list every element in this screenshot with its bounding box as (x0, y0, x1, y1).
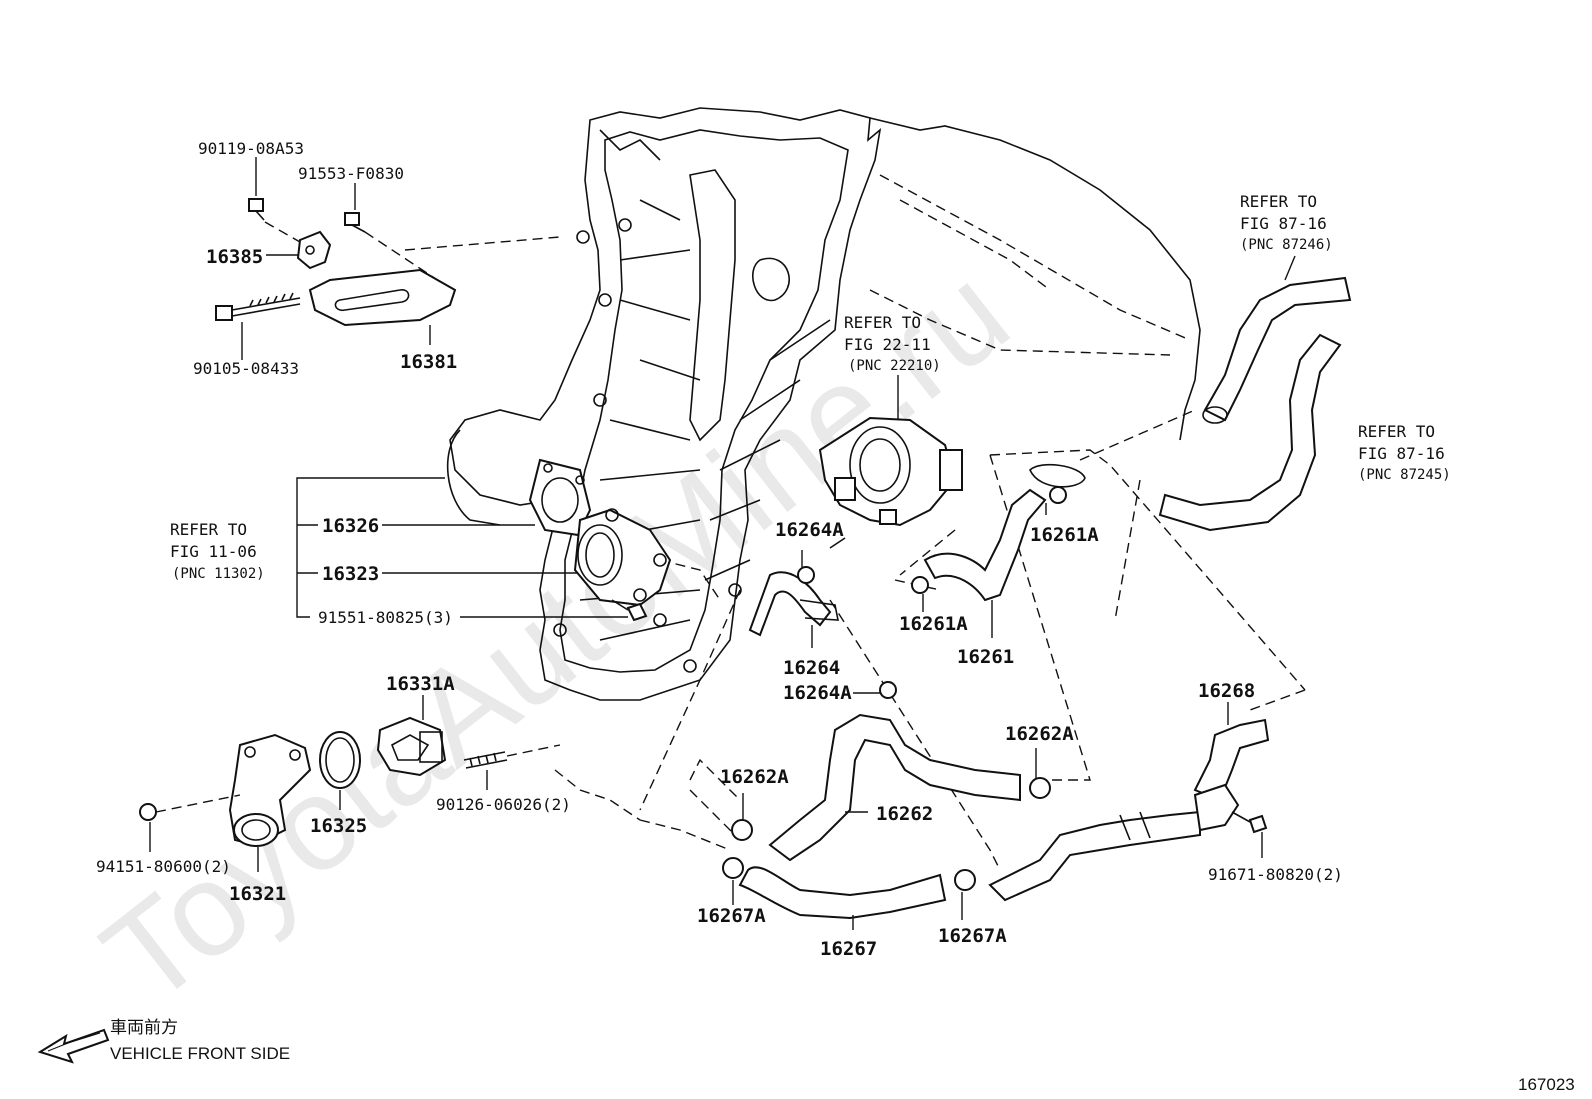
bolt-90119 (248, 198, 265, 221)
label-90126-06026: 90126-06026(2) (436, 795, 571, 814)
hose-16264 (748, 571, 839, 637)
label-16262: 16262 (876, 803, 933, 825)
front-side-jp: 車両前方 (110, 1018, 178, 1037)
label-94151-80600: 94151-80600(2) (96, 857, 231, 876)
svg-text:REFER TO: REFER TO (1240, 192, 1317, 211)
label-16326: 16326 (322, 515, 379, 537)
label-91671-80820: 91671-80820(2) (1208, 865, 1343, 884)
svg-text:FIG 22-11: FIG 22-11 (844, 335, 931, 354)
label-16262A-left: 16262A (720, 766, 789, 788)
label-90119-08A53: 90119-08A53 (198, 139, 304, 158)
part-labels: 90119-08A53 91553-F0830 16385 90105-0843… (96, 139, 1343, 960)
water-inlet-16321 (228, 733, 312, 847)
hose-16261 (923, 463, 1086, 602)
label-16268: 16268 (1198, 680, 1255, 702)
hose-87245 (1158, 333, 1342, 532)
label-16381: 16381 (400, 351, 457, 373)
label-16264A-lower: 16264A (783, 682, 852, 704)
front-side-en: VEHICLE FRONT SIDE (110, 1044, 290, 1063)
svg-text:FIG 11-06: FIG 11-06 (170, 542, 257, 561)
svg-text:REFER TO: REFER TO (844, 313, 921, 332)
nut-94151 (139, 794, 241, 821)
timing-chain-cover (446, 107, 1201, 701)
label-91553-F0830: 91553-F0830 (298, 164, 404, 183)
vehicle-front-indicator: 車両前方 VEHICLE FRONT SIDE (37, 1018, 290, 1064)
svg-text:(PNC 87245): (PNC 87245) (1358, 467, 1451, 483)
label-90105-08433: 90105-08433 (193, 359, 299, 378)
reference-dashed-lines (404, 174, 1306, 871)
long-bolt-90105 (215, 292, 301, 321)
stud-90126 (463, 744, 561, 769)
label-16262A-right: 16262A (1005, 723, 1074, 745)
svg-text:(PNC 22210): (PNC 22210) (848, 358, 941, 374)
diagram-id: 167023 (1518, 1075, 1575, 1094)
svg-text:FIG 87-16: FIG 87-16 (1358, 444, 1445, 463)
hose-16268 (988, 718, 1270, 902)
svg-text:REFER TO: REFER TO (170, 520, 247, 539)
hose-16262 (768, 713, 1021, 862)
bolt-91551 (611, 599, 648, 622)
svg-text:FIG 87-16: FIG 87-16 (1240, 214, 1327, 233)
label-91551-80825: 91551-80825(3) (318, 608, 453, 627)
ref-note-87245: REFER TO FIG 87-16 (PNC 87245) (1358, 422, 1451, 483)
label-16264: 16264 (783, 657, 840, 679)
clamps (722, 486, 1067, 891)
hose-87246 (1202, 276, 1352, 424)
ref-note-22210: REFER TO FIG 22-11 (PNC 22210) (844, 313, 941, 374)
hose-16267 (738, 866, 947, 920)
leader-lines (149, 157, 1296, 930)
label-16261A-right: 16261A (1030, 524, 1099, 546)
label-16264A-upper: 16264A (775, 519, 844, 541)
throttle-body (818, 416, 963, 549)
bolt-91553 (344, 212, 366, 233)
label-16267A-left: 16267A (697, 905, 766, 927)
bolt-91671 (1231, 811, 1268, 834)
label-16261: 16261 (957, 646, 1014, 668)
gasket-16325 (319, 731, 361, 789)
label-16385: 16385 (206, 246, 263, 268)
label-16267A-right: 16267A (938, 925, 1007, 947)
label-16261A-left: 16261A (899, 613, 968, 635)
ref-note-87246: REFER TO FIG 87-16 (PNC 87246) (1240, 192, 1333, 253)
bracket-assembly (215, 198, 457, 327)
svg-text:REFER TO: REFER TO (1358, 422, 1435, 441)
ref-note-11302: REFER TO FIG 11-06 (PNC 11302) (170, 520, 265, 582)
label-16331A: 16331A (386, 673, 455, 695)
label-16325: 16325 (310, 815, 367, 837)
water-outlet-16323 (573, 508, 672, 622)
label-16323: 16323 (322, 563, 379, 585)
front-arrow-icon (37, 1028, 110, 1064)
label-16321: 16321 (229, 883, 286, 905)
svg-text:(PNC 87246): (PNC 87246) (1240, 237, 1333, 253)
thermostat-16331A (376, 716, 447, 777)
svg-text:(PNC 11302): (PNC 11302) (172, 566, 265, 582)
label-16267: 16267 (820, 938, 877, 960)
